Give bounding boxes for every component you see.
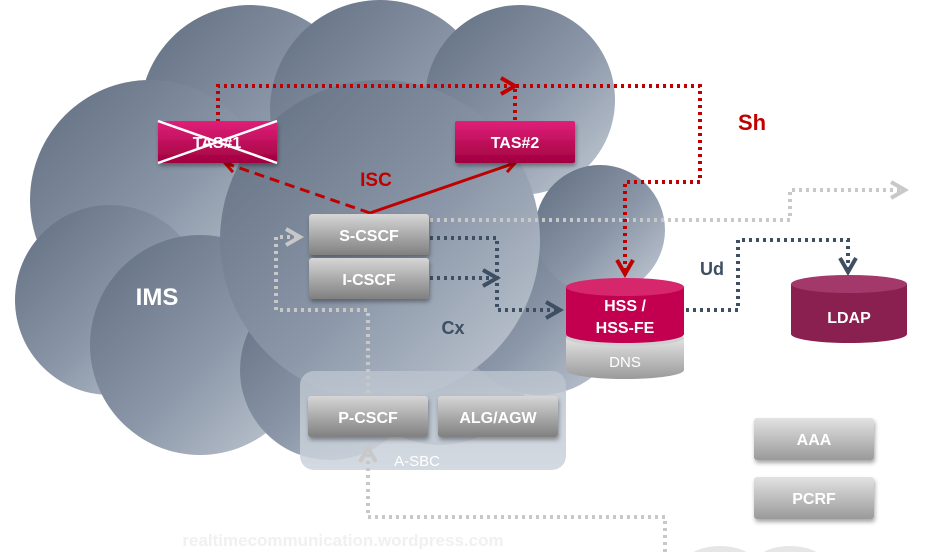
s-cscf-label: S-CSCF <box>339 228 399 245</box>
sh-tas1-link <box>216 76 520 122</box>
ud-interface-label: Ud <box>700 259 724 279</box>
i-cscf-node: I-CSCF <box>309 258 429 299</box>
ldap-label: LDAP <box>827 310 871 327</box>
dns-label: DNS <box>609 354 641 371</box>
hss-label-line1: HSS / <box>604 298 646 315</box>
cx-s-cscf-link <box>430 236 565 320</box>
slate-links <box>430 236 858 320</box>
s-cscf-node: S-CSCF <box>309 214 429 255</box>
access-to-p-cscf-link <box>358 443 667 552</box>
p-cscf-label: P-CSCF <box>338 410 398 427</box>
ud-link <box>686 238 858 312</box>
cx-interface-label: Cx <box>441 318 464 338</box>
hss-label-line2: HSS-FE <box>596 320 655 337</box>
i-cscf-label: I-CSCF <box>342 272 396 289</box>
watermark-text: realtimecommunication.wordpress.com <box>182 531 503 550</box>
hss-node: HSS / HSS-FE <box>566 278 684 343</box>
p-cscf-to-s-cscf-link <box>274 227 370 400</box>
sh-interface-label: Sh <box>738 110 766 135</box>
tas2-node: TAS#2 <box>455 121 575 163</box>
isc-tas2-link <box>369 159 518 215</box>
isc-tas1-link <box>222 159 371 215</box>
aaa-node: AAA <box>754 418 874 460</box>
tas2-label: TAS#2 <box>491 135 540 152</box>
sh-links <box>216 76 702 279</box>
pcrf-label: PCRF <box>792 491 836 508</box>
aaa-label: AAA <box>797 432 832 449</box>
ldap-node: LDAP <box>791 275 907 343</box>
alg-agw-label: ALG/AGW <box>459 410 537 427</box>
sh-tas2-link <box>513 84 702 279</box>
ims-label: IMS <box>136 284 179 311</box>
alg-agw-node: ALG/AGW <box>438 396 558 437</box>
isc-interface-label: ISC <box>360 170 392 191</box>
tas1-cross-mark <box>157 119 278 165</box>
p-cscf-node: P-CSCF <box>308 396 428 437</box>
offscreen-nodes-hint <box>693 546 817 552</box>
pcrf-node: PCRF <box>754 477 874 519</box>
grey-links <box>274 180 910 552</box>
tas1-node: TAS#1 <box>157 119 278 165</box>
a-sbc-label: A-SBC <box>394 453 440 470</box>
